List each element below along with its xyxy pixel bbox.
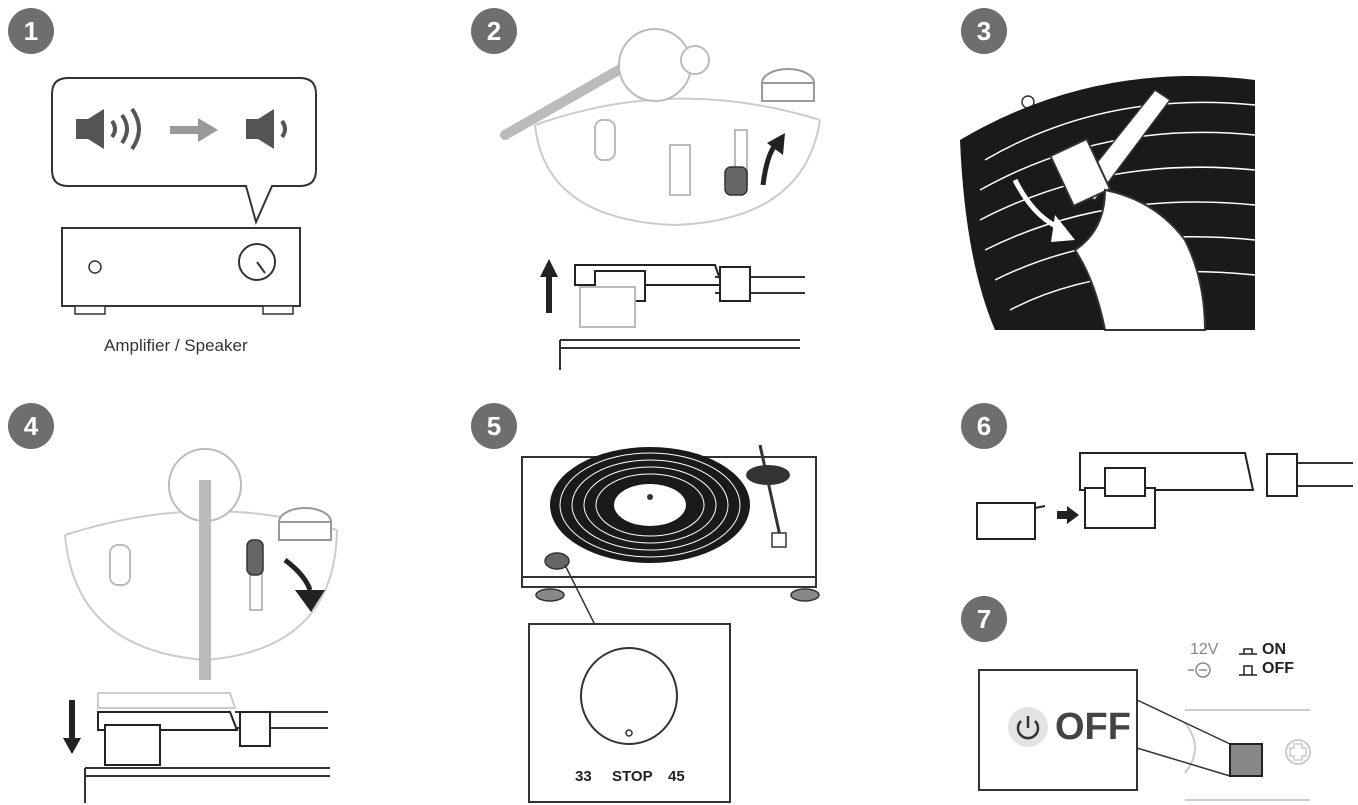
dial-label-stop: STOP bbox=[612, 768, 653, 785]
dial-label-33: 33 bbox=[575, 768, 592, 785]
step-badge-4: 4 bbox=[8, 403, 54, 449]
tonearm-lower-illustration bbox=[55, 450, 345, 680]
step-badge-5: 5 bbox=[471, 403, 517, 449]
power-state-label: OFF bbox=[1055, 706, 1131, 749]
step-badge-7: 7 bbox=[961, 596, 1007, 642]
amplifier-caption: Amplifier / Speaker bbox=[104, 336, 248, 356]
speaker-quiet-icon bbox=[244, 105, 304, 155]
cartridge-raise-illustration bbox=[540, 255, 810, 375]
step-badge-6: 6 bbox=[961, 403, 1007, 449]
power-icon bbox=[1007, 706, 1049, 748]
turntable-illustration bbox=[520, 435, 820, 610]
polarity-plus-icon bbox=[1286, 740, 1310, 764]
switch-on-label: ON bbox=[1262, 641, 1286, 659]
tonearm-base-illustration bbox=[505, 25, 835, 235]
arrow-right-icon bbox=[170, 118, 220, 142]
stylus-guard-illustration bbox=[975, 448, 1355, 548]
voltage-label: 12V bbox=[1190, 641, 1218, 659]
switch-on-icon bbox=[1238, 644, 1258, 658]
record-cue-illustration bbox=[955, 60, 1255, 330]
dial-label-45: 45 bbox=[668, 768, 685, 785]
amplifier-illustration bbox=[60, 226, 310, 316]
step-badge-3: 3 bbox=[961, 8, 1007, 54]
cartridge-lower-illustration bbox=[60, 690, 330, 805]
speaker-loud-icon bbox=[74, 105, 154, 155]
